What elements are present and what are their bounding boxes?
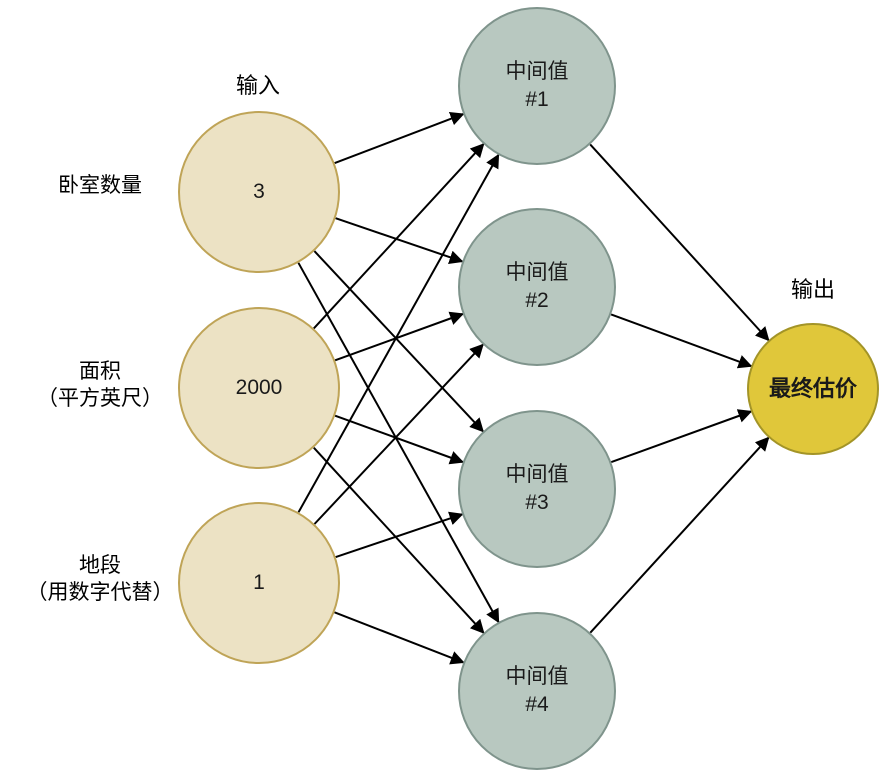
input-column-header: 输入 (235, 73, 280, 98)
edge-input2-hidden1 (313, 143, 485, 330)
input-node-location-value: 1 (253, 571, 265, 594)
hidden-node-2-line1: 中间值 (505, 261, 569, 284)
edge-input1-hidden2 (335, 217, 464, 264)
input-node-bedrooms: 3 (178, 111, 340, 273)
input-node-location: 1 (178, 502, 340, 664)
edge-input2-hidden4 (313, 447, 485, 634)
hidden-node-1-line1: 中间值 (505, 60, 569, 83)
output-column-header: 输出 (790, 277, 835, 302)
edge-hidden4-output (589, 436, 770, 634)
hidden-node-1-line2: #1 (525, 88, 549, 111)
input-node-bedrooms-value: 3 (253, 180, 265, 203)
edge-input1-hidden1 (334, 112, 465, 165)
hidden-node-4: 中间值 #4 (458, 612, 616, 770)
input1-label-line1: 卧室数量 (58, 174, 142, 197)
input2-label: 面积 （平方英尺） (5, 358, 195, 412)
edge-input1-hidden4 (297, 262, 500, 624)
input-node-area-value: 2000 (235, 376, 283, 399)
hidden-node-4-line2: #4 (525, 693, 549, 716)
edge-input3-hidden4 (334, 611, 465, 665)
input2-label-line1: 面积 (79, 360, 121, 383)
hidden-node-4-line1: 中间值 (505, 665, 569, 688)
hidden-node-1: 中间值 #1 (458, 7, 616, 165)
edge-input3-hidden1 (297, 153, 500, 513)
hidden-node-2: 中间值 #2 (458, 208, 616, 366)
edge-hidden1-output (589, 143, 770, 342)
input3-label-line1: 地段 (79, 554, 121, 577)
hidden-node-3: 中间值 #3 (458, 410, 616, 568)
output-node-label: 最终估价 (768, 376, 857, 401)
input3-label: 地段 （用数字代替） (5, 552, 195, 606)
hidden-node-3-line2: #3 (525, 491, 549, 514)
edge-input2-hidden2 (334, 311, 465, 362)
hidden-node-2-line2: #2 (525, 289, 549, 312)
edge-input2-hidden3 (334, 414, 465, 465)
input1-label: 卧室数量 (5, 172, 195, 199)
hidden-node-3-line1: 中间值 (505, 463, 569, 486)
input2-label-line2: （平方英尺） (37, 387, 163, 410)
edge-input1-hidden3 (313, 250, 484, 433)
input-node-area: 2000 (178, 307, 340, 469)
edge-input3-hidden2 (313, 343, 484, 525)
edge-hidden2-output (610, 313, 753, 369)
input3-label-line2: （用数字代替） (26, 581, 174, 604)
output-node-final-estimate: 最终估价 (747, 323, 879, 455)
edge-hidden3-output (610, 409, 753, 464)
edge-input3-hidden3 (335, 511, 464, 559)
